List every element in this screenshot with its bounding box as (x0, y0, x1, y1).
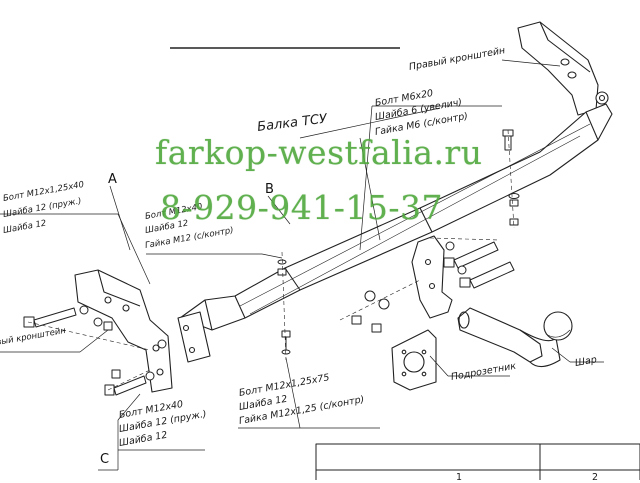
watermark-phone: 8-929-941-15-37 (160, 188, 444, 227)
beam-end-plate (177, 311, 211, 363)
socket-plate-part (391, 329, 437, 391)
assembly-lines (27, 129, 515, 391)
right-bracket-part (517, 21, 599, 116)
table-cell-2: 2 (592, 472, 599, 483)
watermark-site: farkop-westfalia.ru (155, 133, 483, 172)
ball-mount-part (411, 235, 573, 368)
leader-lines (0, 59, 604, 471)
marker-c: C (100, 452, 110, 467)
left-bracket-part (74, 269, 173, 393)
table-cell-1: 1 (456, 472, 463, 483)
marker-b: B (265, 182, 274, 197)
beam-part (179, 91, 613, 331)
fasteners-group (23, 129, 520, 396)
title-block-table (315, 443, 640, 480)
marker-a: A (108, 172, 117, 187)
